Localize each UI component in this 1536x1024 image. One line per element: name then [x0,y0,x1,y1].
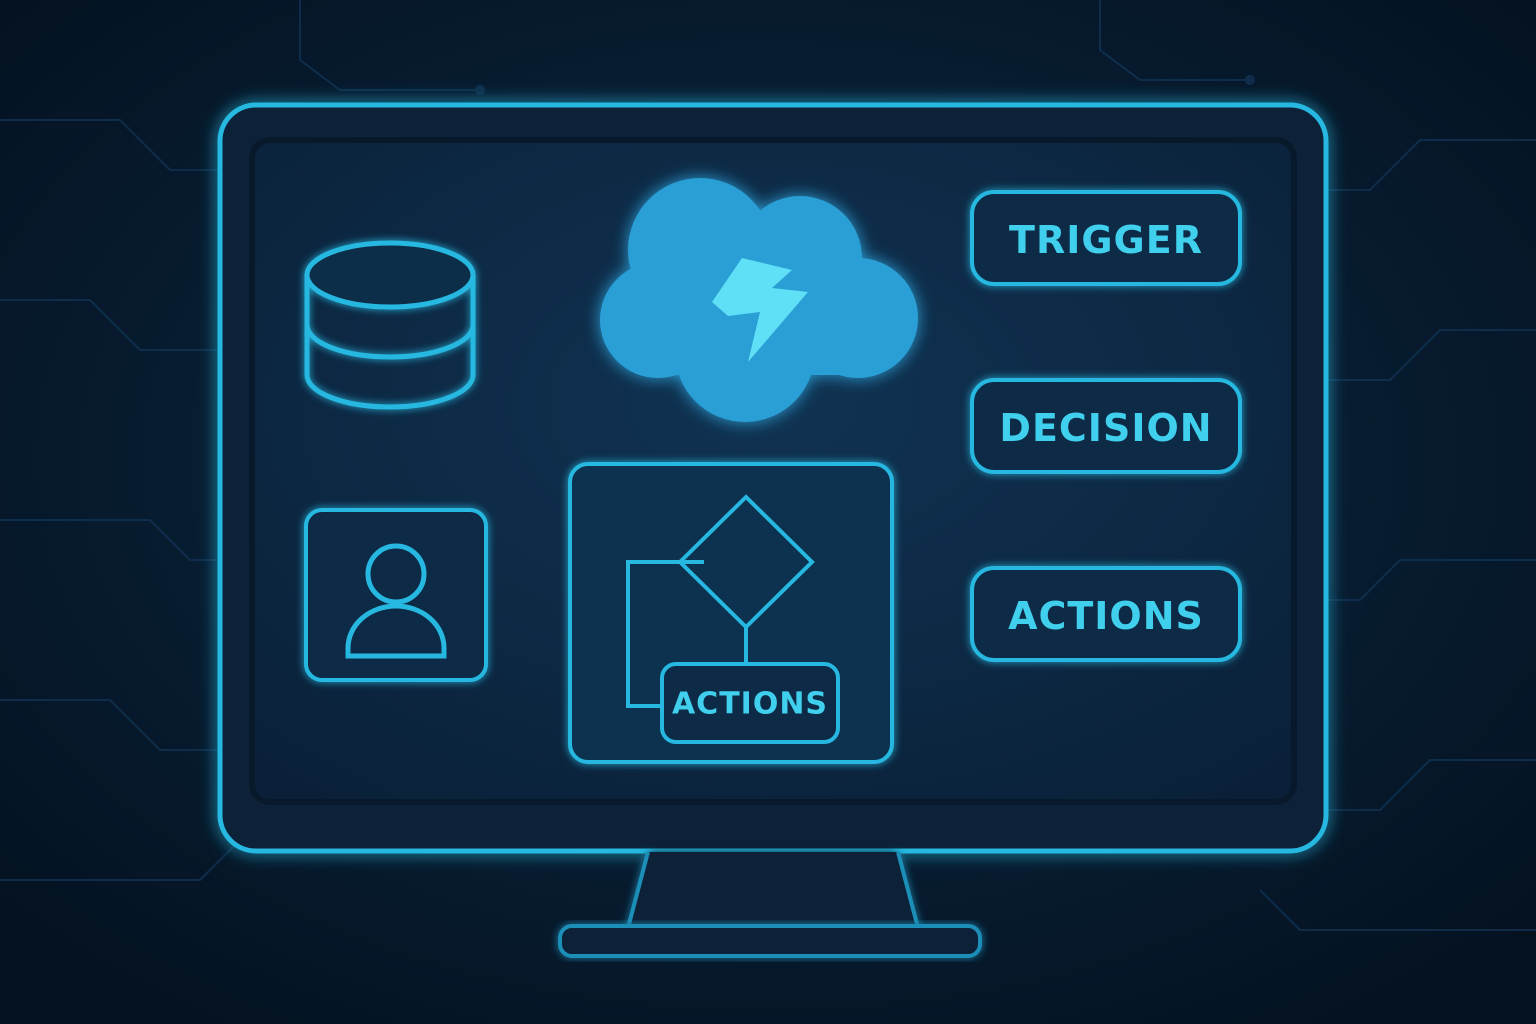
process-actions-label: ACTIONS [672,687,828,722]
process-node: ACTIONS [568,462,894,764]
user-node [304,508,488,682]
decision-label: DECISION [999,406,1212,450]
process-actions-box [660,662,840,744]
lightning-icon [712,258,808,362]
trigger-node: TRIGGER [970,190,1242,286]
monitor-base [558,924,982,958]
decision-node: DECISION [970,378,1242,474]
user-icon [345,543,447,659]
actions-label: ACTIONS [1008,594,1204,638]
database-icon [304,240,476,410]
flowchart-icon [626,494,815,708]
cloud-icon [600,178,918,422]
actions-node: ACTIONS [970,566,1242,662]
trigger-label: TRIGGER [1009,218,1203,262]
monitor-neck [625,851,921,930]
